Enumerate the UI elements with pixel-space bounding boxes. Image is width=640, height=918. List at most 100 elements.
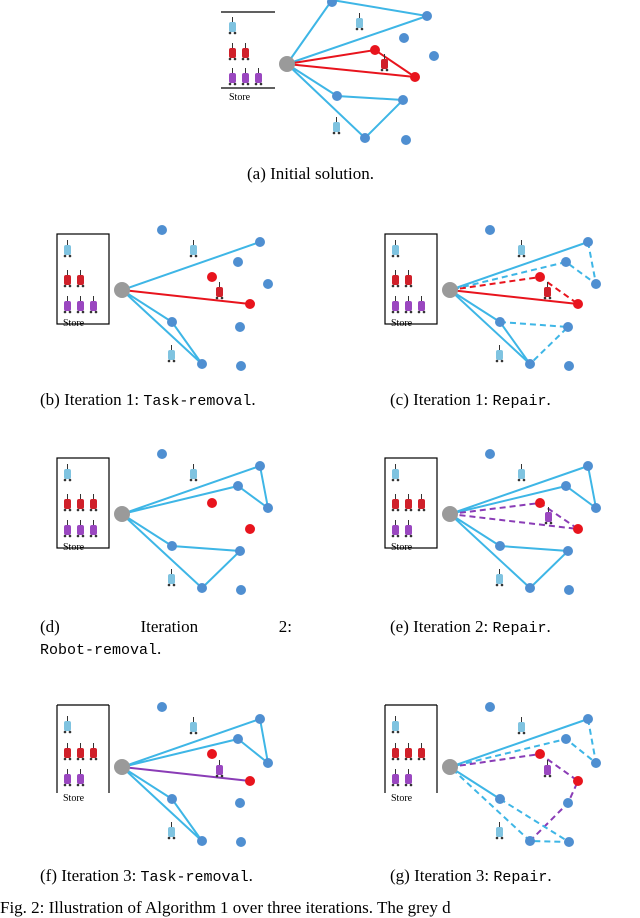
- robot-red-icon: [228, 43, 237, 61]
- task-dot: [263, 758, 273, 768]
- robot-red-icon: [63, 494, 72, 512]
- robot-cyan-icon: [167, 822, 176, 840]
- route-purple-new: [449, 501, 579, 530]
- robot-cyan-icon: [517, 464, 526, 482]
- panel-f: Store: [52, 695, 292, 851]
- route-red: [286, 48, 416, 78]
- route-cyan-upper: [449, 241, 589, 291]
- robot-red-icon: [417, 494, 426, 512]
- task-dot: [401, 135, 411, 145]
- robot-cyan-icon: [167, 569, 176, 587]
- task-dot: [561, 734, 571, 744]
- task-dot-red: [245, 524, 255, 534]
- robot-cyan-icon: [517, 240, 526, 258]
- diagram-a: Store: [221, 0, 439, 145]
- robot-purple-icon: [89, 296, 98, 314]
- robot-cyan-icon: [391, 464, 400, 482]
- caption-e: (e) Iteration 2: Repair.: [390, 617, 551, 637]
- robot-purple-icon: [544, 507, 553, 525]
- depot-node: [114, 759, 130, 775]
- caption-g: (g) Iteration 3: Repair.: [390, 866, 552, 886]
- panel-g: Store: [380, 695, 620, 851]
- depot-node: [442, 506, 458, 522]
- robot-cyan-icon: [189, 240, 198, 258]
- task-dot: [255, 461, 265, 471]
- robot-cyan-icon: [495, 345, 504, 363]
- robot-cyan-icon: [495, 569, 504, 587]
- robot-red-icon: [417, 743, 426, 761]
- route-cyan-upper: [121, 241, 261, 291]
- task-dot: [167, 794, 177, 804]
- task-dot: [167, 317, 177, 327]
- robot-purple-icon: [241, 68, 250, 86]
- task-dot-red: [370, 45, 380, 55]
- robot-purple-icon: [391, 296, 400, 314]
- route-cyan-lower: [449, 766, 501, 800]
- route-purple: [121, 766, 251, 782]
- robot-purple-icon: [404, 296, 413, 314]
- task-dot: [233, 257, 243, 267]
- store-label: Store: [63, 793, 85, 804]
- robot-purple-icon: [543, 760, 552, 778]
- task-dot-red: [207, 272, 217, 282]
- caption-b: (b) Iteration 1: Task-removal.: [40, 390, 256, 410]
- robot-red-icon: [76, 743, 85, 761]
- robot-cyan-icon: [167, 345, 176, 363]
- panel-c: Store: [380, 224, 620, 380]
- robot-red-icon: [241, 43, 250, 61]
- task-dot: [235, 322, 245, 332]
- store-box: [384, 233, 438, 325]
- task-dot-red: [573, 524, 583, 534]
- depot-node: [279, 56, 295, 72]
- robot-red-icon: [89, 743, 98, 761]
- robot-red-icon: [543, 282, 552, 300]
- task-dot: [591, 503, 601, 513]
- task-dot: [564, 585, 574, 595]
- robot-red-icon: [76, 494, 85, 512]
- task-dot: [429, 51, 439, 61]
- robot-red-icon: [63, 270, 72, 288]
- robot-purple-icon: [76, 296, 85, 314]
- task-dot: [255, 237, 265, 247]
- task-dot: [233, 481, 243, 491]
- robot-purple-icon: [215, 760, 224, 778]
- task-dot: [332, 91, 342, 101]
- task-dot: [495, 794, 505, 804]
- robot-cyan-icon: [63, 464, 72, 482]
- robot-cyan-icon: [391, 240, 400, 258]
- store-label: Store: [391, 793, 413, 804]
- depot-node: [114, 282, 130, 298]
- task-dot: [398, 95, 408, 105]
- task-dot: [236, 837, 246, 847]
- store-label: Store: [229, 92, 251, 103]
- task-dot: [157, 702, 167, 712]
- panel-e: Store: [380, 448, 620, 604]
- robot-cyan-icon: [228, 17, 237, 35]
- task-dot: [583, 461, 593, 471]
- task-dot: [485, 225, 495, 235]
- task-dot: [235, 798, 245, 808]
- route-cyan-lower: [121, 513, 243, 590]
- robot-purple-icon: [228, 68, 237, 86]
- task-dot: [157, 449, 167, 459]
- task-dot-red: [573, 299, 583, 309]
- robot-red-icon: [404, 494, 413, 512]
- task-dot-red: [535, 272, 545, 282]
- task-dot: [525, 359, 535, 369]
- task-dot-red: [535, 749, 545, 759]
- task-dot: [236, 361, 246, 371]
- robot-red-icon: [391, 494, 400, 512]
- task-dot-red: [207, 498, 217, 508]
- route-red-new: [449, 275, 579, 305]
- robot-red-icon: [391, 270, 400, 288]
- robot-red-icon: [391, 743, 400, 761]
- task-dot: [564, 837, 574, 847]
- task-dot-red: [573, 776, 583, 786]
- diagram-d: Store: [56, 449, 273, 595]
- depot-node: [442, 282, 458, 298]
- task-dot: [399, 33, 409, 43]
- route-purple-new: [449, 752, 580, 842]
- robot-red-icon: [215, 282, 224, 300]
- route-cyan-lower-new: [499, 321, 571, 365]
